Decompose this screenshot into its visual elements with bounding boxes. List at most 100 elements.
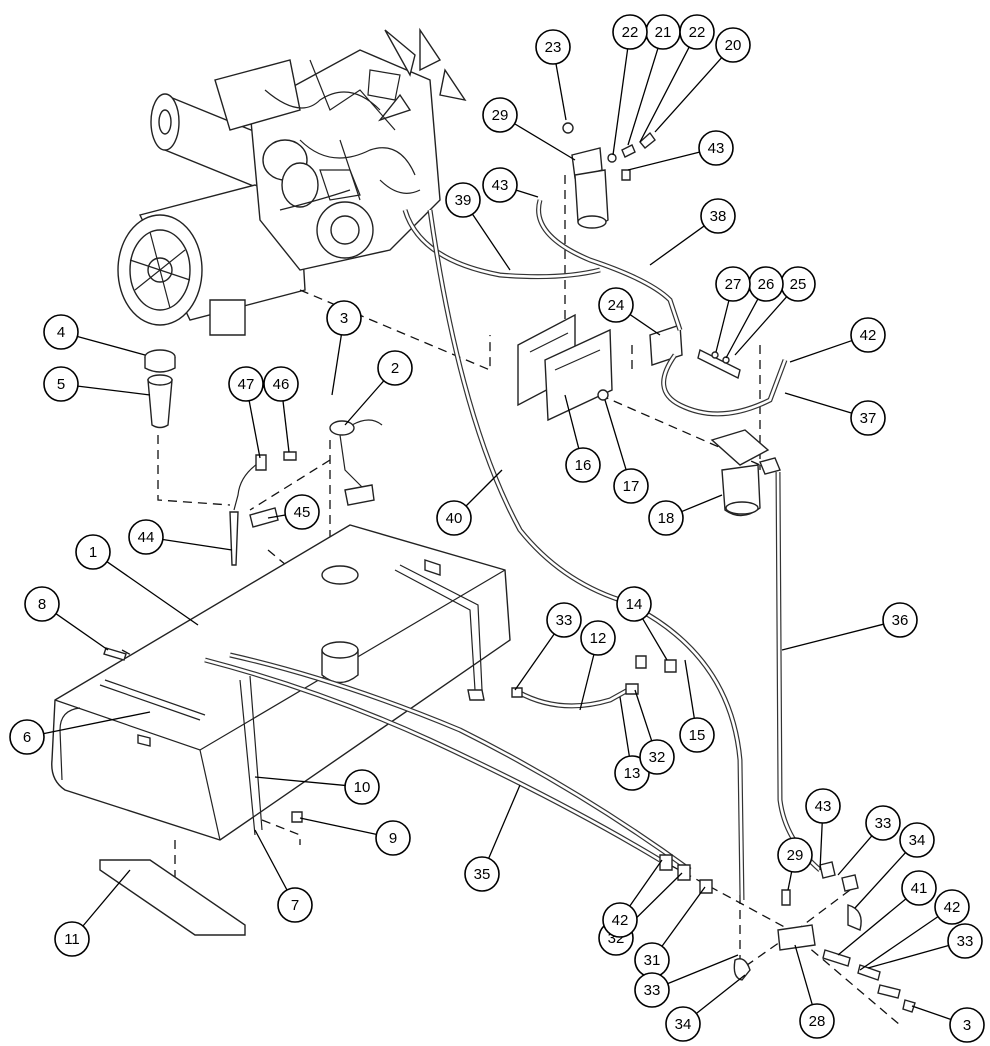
- callout-leader-40: [465, 469, 503, 507]
- callout-label: 14: [626, 596, 643, 613]
- callout-bubble-33: [865, 805, 901, 841]
- callout-label: 22: [622, 24, 639, 41]
- callout-bubble-10: [344, 769, 380, 805]
- callout-bubble-38: [700, 198, 736, 234]
- callout-label: 43: [492, 177, 509, 194]
- primary-fuel-filter: [562, 122, 656, 229]
- callout-bubble-7: [277, 887, 313, 923]
- callout-leader-24: [629, 314, 661, 336]
- callout-bubble-20: [715, 27, 751, 63]
- callout-leader-25: [734, 296, 788, 356]
- callout-leader-39: [471, 213, 511, 271]
- callout-label: 33: [644, 982, 661, 999]
- callout-leader-27: [715, 300, 730, 353]
- callout-leader-12: [579, 654, 595, 711]
- fittings-lower: [103, 647, 916, 1013]
- callout-leader-23: [555, 63, 567, 121]
- callout-leader-33: [667, 954, 739, 985]
- callout-bubble-3: [949, 1007, 985, 1043]
- callout-bubble-18: [648, 500, 684, 536]
- callout-leader-17: [604, 399, 627, 470]
- vent-assembly: [229, 451, 297, 566]
- callout-label: 39: [455, 192, 472, 209]
- callout-leader-46: [282, 400, 290, 453]
- callout-label: 45: [294, 504, 311, 521]
- callout-bubble-27: [715, 266, 751, 302]
- callout-label: 11: [64, 931, 80, 948]
- fuel-bracket: [649, 324, 741, 380]
- callout-leader-42: [859, 916, 939, 971]
- callout-leader-33: [837, 835, 873, 876]
- callout-label: 2: [391, 360, 399, 377]
- fuel-cap: [144, 349, 176, 429]
- callout-leader-45: [267, 514, 286, 519]
- callout-label: 44: [138, 529, 155, 546]
- callout-label: 33: [957, 933, 974, 950]
- callout-leader-42: [789, 339, 853, 363]
- callout-leader-9: [299, 817, 377, 836]
- callout-label: 41: [911, 880, 928, 897]
- callout-bubble-4: [43, 314, 79, 350]
- callout-bubble-46: [263, 366, 299, 402]
- callout-leader-43: [627, 151, 700, 171]
- callout-leader-33: [514, 633, 555, 691]
- callout-leader-41: [837, 898, 907, 956]
- callout-label: 40: [446, 510, 463, 527]
- fuel-sending-unit: [329, 419, 383, 506]
- callout-bubble-41: [901, 870, 937, 906]
- callout-leader-28: [794, 944, 813, 1005]
- callout-bubble-47: [228, 366, 264, 402]
- callout-label: 10: [354, 779, 371, 796]
- callout-leader-26: [725, 298, 759, 359]
- callout-label: 32: [649, 749, 666, 766]
- callout-leader-15: [684, 659, 695, 719]
- callout-leader-20: [654, 57, 723, 133]
- fuel-hoses: [204, 199, 822, 901]
- callout-bubble-1: [75, 534, 111, 570]
- callout-label: 8: [38, 596, 46, 613]
- callout-bubble-11: [54, 921, 90, 957]
- callout-leader-2: [344, 380, 385, 426]
- callout-leader-29: [787, 871, 793, 891]
- callout-label: 20: [725, 37, 742, 54]
- callout-bubble-34: [665, 1006, 701, 1042]
- mounting-plate: [517, 313, 613, 422]
- callout-label: 1: [89, 544, 97, 561]
- callout-bubble-13: [614, 755, 650, 791]
- callout-bubble-32: [639, 739, 675, 775]
- callout-bubble-28: [799, 1003, 835, 1039]
- callout-leader-29: [514, 123, 576, 161]
- warning-label: [99, 859, 246, 936]
- callout-leader-18: [681, 494, 723, 513]
- callout-label: 24: [608, 297, 625, 314]
- callout-label: 43: [708, 140, 725, 157]
- callout-leader-35: [488, 784, 521, 859]
- callout-label: 46: [273, 376, 290, 393]
- callout-leader-8: [55, 613, 109, 651]
- callout-bubble-33: [947, 923, 983, 959]
- callout-bubble-6: [9, 719, 45, 755]
- callout-label: 35: [474, 866, 491, 883]
- callout-label: 26: [758, 276, 775, 293]
- callout-label: 34: [909, 832, 926, 849]
- callout-label: 15: [689, 727, 706, 744]
- callout-label: 33: [875, 815, 892, 832]
- callout-leader-14: [642, 618, 668, 661]
- callout-leader-16: [564, 394, 580, 449]
- callout-leader-5: [77, 385, 151, 396]
- callout-bubble-17: [613, 468, 649, 504]
- callout-label: 42: [860, 327, 877, 344]
- callout-bubble-42: [934, 889, 970, 925]
- callout-leader-42: [629, 859, 663, 907]
- callout-label: 25: [790, 276, 807, 293]
- callout-bubble-43: [698, 130, 734, 166]
- callout-leader-6: [43, 711, 151, 735]
- callout-leader-31: [661, 886, 706, 947]
- callout-label: 38: [710, 208, 727, 225]
- callout-label: 47: [238, 376, 255, 393]
- callout-leader-3: [911, 1005, 952, 1021]
- callout-bubble-23: [535, 29, 571, 65]
- callout-leader-10: [254, 776, 346, 787]
- callout-bubble-29: [482, 97, 518, 133]
